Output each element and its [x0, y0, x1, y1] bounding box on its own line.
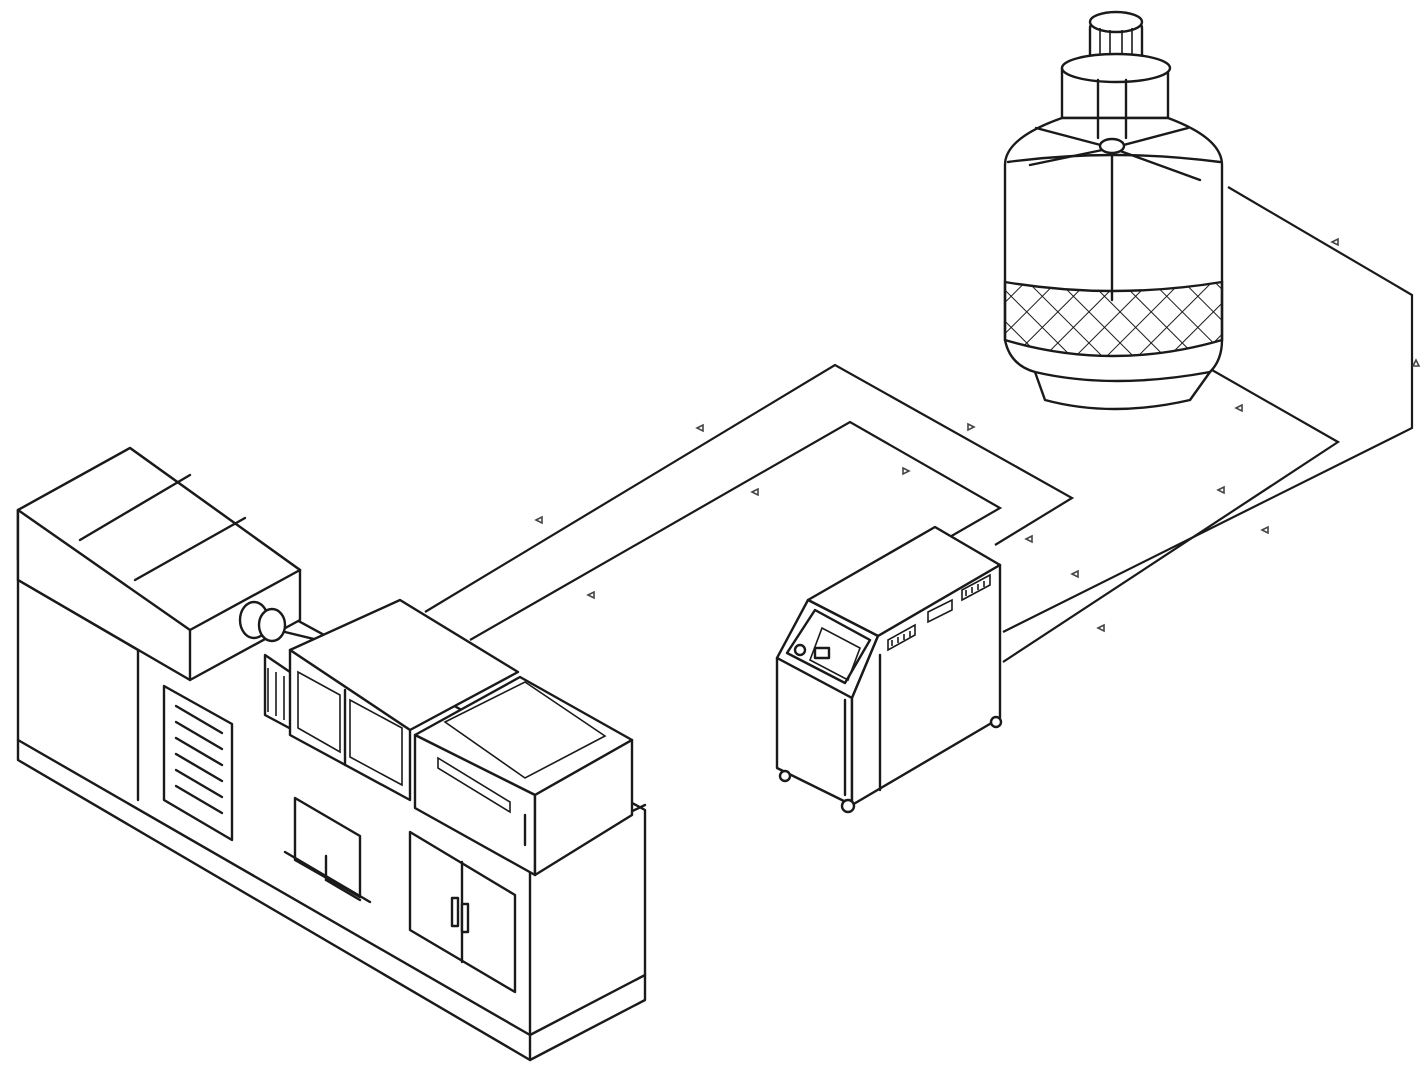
flow-arrows — [534, 237, 1421, 633]
cooling-tower-icon — [1003, 10, 1224, 411]
pipe-machine-to-controller — [424, 363, 1075, 641]
mold-temperature-controller-icon — [775, 525, 1003, 814]
pipe-controller-to-tower — [1002, 186, 1414, 663]
injection-molding-machine-icon — [16, 446, 647, 1062]
